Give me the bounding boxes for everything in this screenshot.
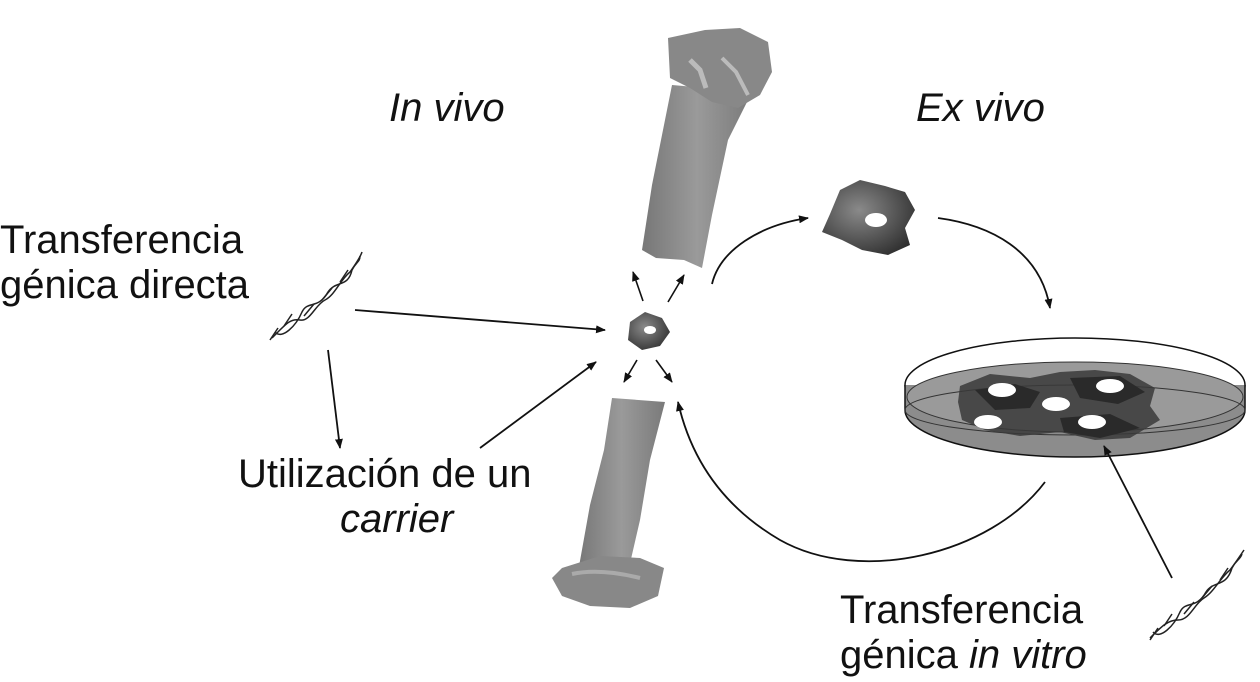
- flow-arrows: [327, 215, 1173, 579]
- arrow-to-ex-vivo: [711, 215, 809, 285]
- arrow-direct-to-cell: [354, 309, 606, 334]
- dna-icon-left: [269, 251, 363, 341]
- arrow-to-dish: [937, 217, 1053, 309]
- direct-transfer-line1: Transferencia: [0, 218, 244, 262]
- in-vitro-line2: génica in vitro: [840, 633, 1087, 678]
- in-vitro-transfer-label: Transferencia génica in vitro: [840, 588, 1087, 678]
- lower-bone-condyles: [552, 556, 664, 608]
- in-vitro-line2-prefix: génica: [840, 632, 969, 677]
- dish-nuclei: [974, 379, 1124, 429]
- in-vitro-line1: Transferencia: [840, 588, 1084, 632]
- ex-vivo-label: Ex vivo: [916, 86, 1045, 130]
- in-vivo-label: In vivo: [389, 86, 505, 130]
- fracture-cell: [628, 312, 670, 350]
- arrow-carrier-to-cell: [479, 361, 597, 449]
- upper-bone: [642, 28, 772, 268]
- lower-bone: [552, 398, 665, 608]
- carrier-line2: carrier: [340, 496, 454, 541]
- petri-dish: [904, 337, 1246, 458]
- ex-vivo-cell: [822, 180, 915, 255]
- carrier-line1: Utilización de un: [238, 452, 532, 496]
- upper-bone-shaft: [642, 85, 752, 268]
- arrow-dna-to-dish: [1103, 445, 1173, 579]
- arrow-dish-to-bone: [676, 401, 1046, 563]
- direct-transfer-line2: génica directa: [0, 262, 250, 307]
- carrier-label: Utilización de un carrier: [238, 452, 532, 542]
- lower-bone-shaft: [578, 398, 665, 572]
- signal-arrows: [623, 271, 685, 383]
- direct-transfer-label: Transferencia génica directa: [0, 218, 249, 308]
- arrow-dna-to-carrier: [327, 349, 343, 449]
- in-vitro-line2-italic: in vitro: [968, 632, 1087, 677]
- dna-icon-right: [1149, 549, 1245, 641]
